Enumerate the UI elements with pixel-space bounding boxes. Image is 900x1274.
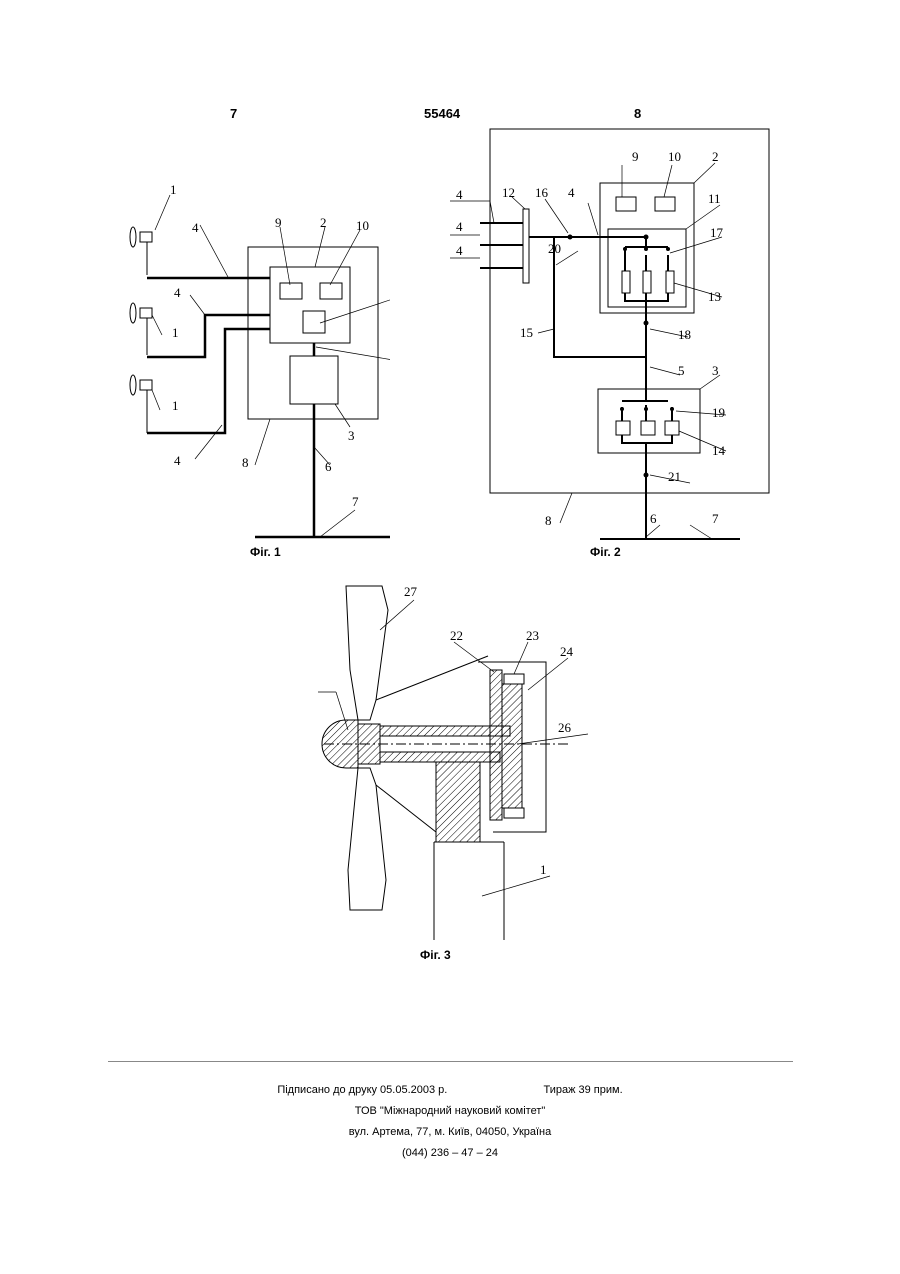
page-number-left: 7 — [230, 106, 237, 121]
block-2 — [270, 267, 350, 343]
label-1: 1 — [172, 325, 179, 340]
footer-signed: Підписано до друку 05.05.2003 р. — [277, 1084, 447, 1096]
label-8: 8 — [242, 455, 249, 470]
label-12: 12 — [502, 185, 515, 200]
label-15: 15 — [520, 325, 533, 340]
label-9: 9 — [275, 215, 282, 230]
label-4: 4 — [192, 220, 199, 235]
footer-divider — [108, 1061, 793, 1062]
figure-2-caption: Фіг. 2 — [590, 545, 621, 559]
wind-turbine-icon — [130, 227, 152, 275]
label-23: 23 — [526, 628, 539, 643]
label-10: 10 — [356, 218, 369, 233]
label-26: 26 — [558, 720, 572, 735]
label-10: 10 — [668, 149, 681, 164]
figure-2-diagram: 4 4 4 12 16 4 20 9 10 2 11 17 13 15 18 5… — [450, 125, 780, 545]
block-8 — [490, 129, 769, 493]
figure-1-caption: Фіг. 1 — [250, 545, 281, 559]
footer-address: вул. Артема, 77, м. Київ, 04050, Україна — [0, 1126, 900, 1138]
label-4: 4 — [456, 187, 463, 202]
label-8: 8 — [545, 513, 552, 528]
label-19: 19 — [712, 405, 725, 420]
label-4: 4 — [456, 243, 463, 258]
label-2: 2 — [320, 215, 327, 230]
label-9: 9 — [632, 149, 639, 164]
label-6: 6 — [325, 459, 332, 474]
label-4: 4 — [174, 453, 181, 468]
disc-22 — [490, 670, 502, 820]
label-13: 13 — [708, 289, 721, 304]
label-3: 3 — [348, 428, 355, 443]
label-7: 7 — [712, 511, 719, 526]
label-5: 5 — [678, 363, 685, 378]
figure-3-caption: Фіг. 3 — [420, 948, 451, 962]
label-21: 21 — [668, 469, 681, 484]
figure-1-diagram: 1 1 1 4 4 4 9 2 10 11 5 3 8 6 7 — [120, 175, 390, 545]
label-18: 18 — [678, 327, 691, 342]
patent-number: 55464 — [424, 106, 460, 121]
label-11: 11 — [708, 191, 721, 206]
block-3 — [290, 356, 338, 404]
label-24: 24 — [560, 644, 574, 659]
label-4: 4 — [456, 219, 463, 234]
footer-phone: (044) 236 – 47 – 24 — [0, 1147, 900, 1159]
label-1: 1 — [170, 182, 177, 197]
label-27: 27 — [404, 584, 418, 599]
label-4: 4 — [174, 285, 181, 300]
label-4: 4 — [568, 185, 575, 200]
footer-org: ТОВ "Міжнародний науковий комітет" — [0, 1105, 900, 1117]
label-1: 1 — [540, 862, 547, 877]
label-2: 2 — [712, 149, 719, 164]
wind-turbine-icon — [130, 303, 152, 355]
rotor-24 — [502, 684, 522, 808]
label-22: 22 — [450, 628, 463, 643]
label-20: 20 — [548, 241, 561, 256]
page-number-right: 8 — [634, 106, 641, 121]
label-16: 16 — [535, 185, 549, 200]
busbar-12 — [523, 209, 529, 283]
label-17: 17 — [710, 225, 724, 240]
label-3: 3 — [712, 363, 719, 378]
label-6: 6 — [650, 511, 657, 526]
figure-3-diagram: 27 22 23 24 25 26 1 — [318, 580, 598, 950]
footer-tirage: Тираж 39 прим. — [543, 1084, 622, 1096]
label-7: 7 — [352, 494, 359, 509]
label-14: 14 — [712, 443, 726, 458]
wind-turbine-icon — [130, 375, 152, 433]
label-1: 1 — [172, 398, 179, 413]
footer-print-info: Підписано до друку 05.05.2003 р. Тираж 3… — [0, 1084, 900, 1096]
blade-27 — [346, 586, 388, 720]
blade-lower — [348, 768, 386, 910]
